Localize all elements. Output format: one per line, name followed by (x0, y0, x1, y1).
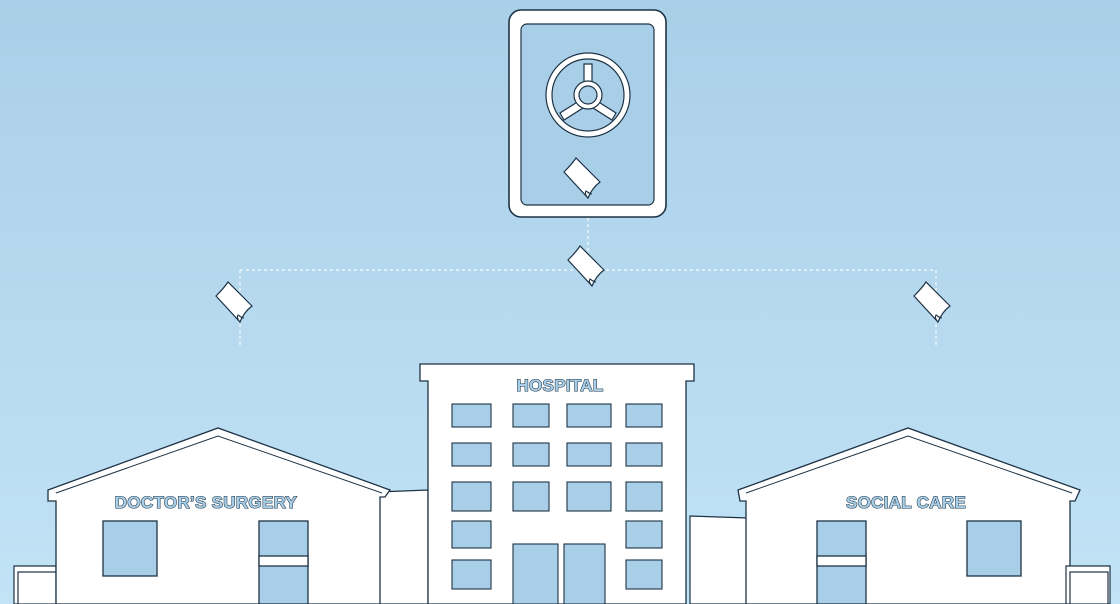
link-block-left (378, 490, 428, 604)
social-care-building (738, 428, 1080, 604)
link-block-right (690, 516, 748, 604)
doctors-surgery-building (48, 428, 390, 604)
hospital-building (420, 364, 694, 604)
doctors-surgery-label: DOCTOR’S SURGERY (115, 493, 298, 512)
hospital-label: HOSPITAL (516, 376, 603, 395)
right-annex (1066, 566, 1110, 604)
document-icon (568, 246, 604, 286)
social-care-label: SOCIAL CARE (846, 493, 966, 512)
document-icon (216, 282, 252, 322)
document-icon (914, 282, 950, 322)
left-annex (14, 566, 56, 604)
vault-wheel-icon (546, 53, 630, 137)
safe-icon (509, 10, 666, 217)
